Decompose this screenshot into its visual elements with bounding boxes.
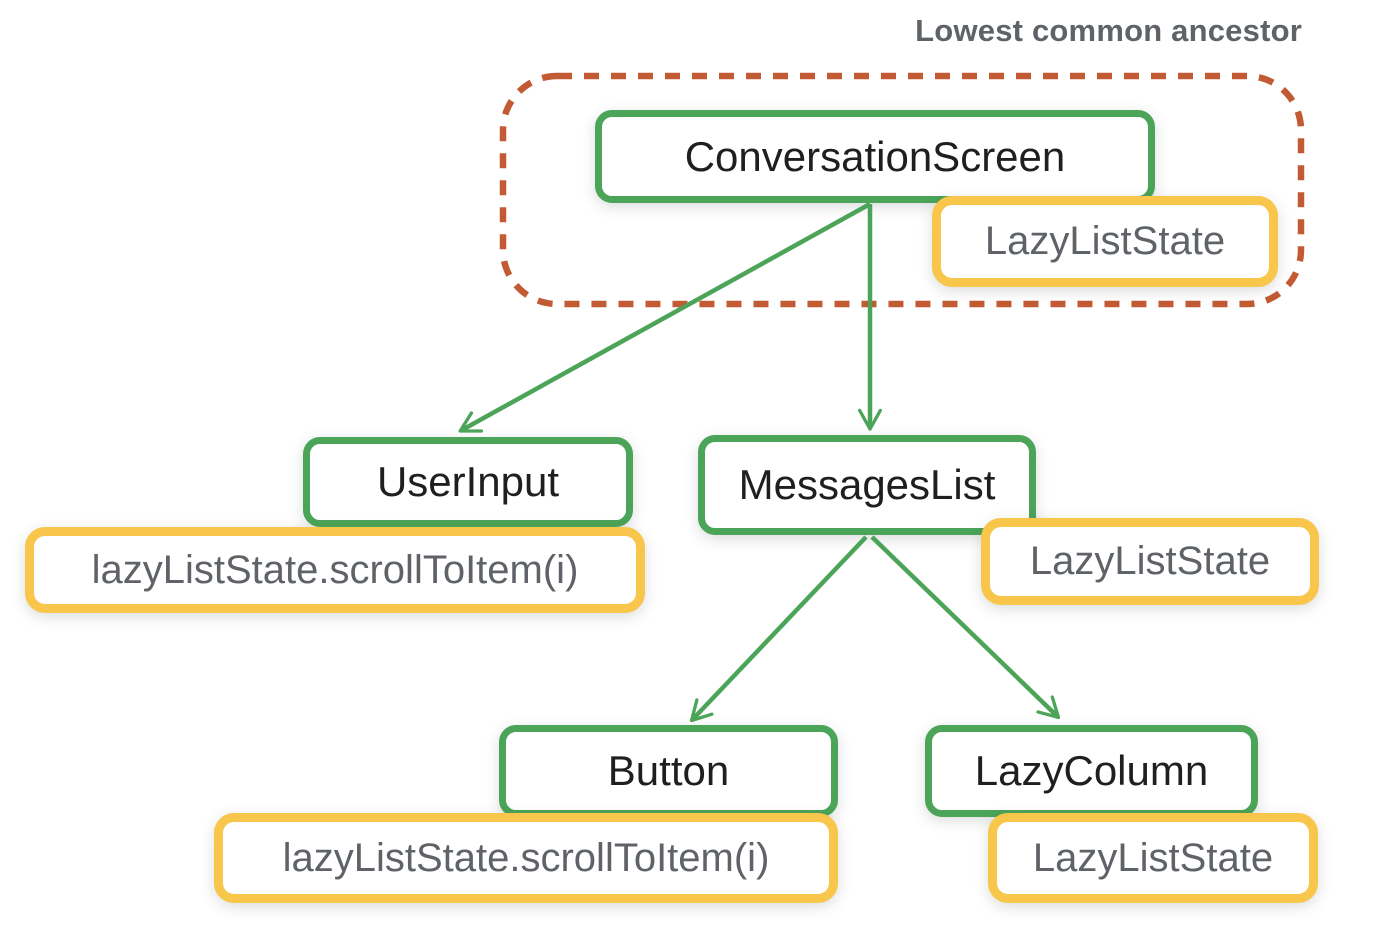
edge-messageslist-button-arrow bbox=[689, 535, 868, 723]
state-box-conversation-lazyliststate: LazyListState bbox=[932, 196, 1278, 287]
state-box-messages-list-lazyliststate: LazyListState bbox=[981, 518, 1319, 605]
node-lazy-column: LazyColumn bbox=[925, 725, 1258, 817]
node-user-input: UserInput bbox=[303, 437, 633, 527]
state-box-button-scroll-call: lazyListState.scrollToItem(i) bbox=[214, 813, 838, 903]
lca-annotation-label: Lowest common ancestor bbox=[915, 13, 1302, 48]
node-button: Button bbox=[499, 725, 838, 817]
state-box-user-input-scroll-call: lazyListState.scrollToItem(i) bbox=[25, 527, 645, 613]
edge-conversationscreen-userinput-arrow bbox=[458, 202, 872, 433]
node-conversation-screen: ConversationScreen bbox=[595, 110, 1155, 203]
state-box-lazy-column-lazyliststate: LazyListState bbox=[988, 813, 1318, 903]
node-messages-list: MessagesList bbox=[698, 435, 1036, 535]
